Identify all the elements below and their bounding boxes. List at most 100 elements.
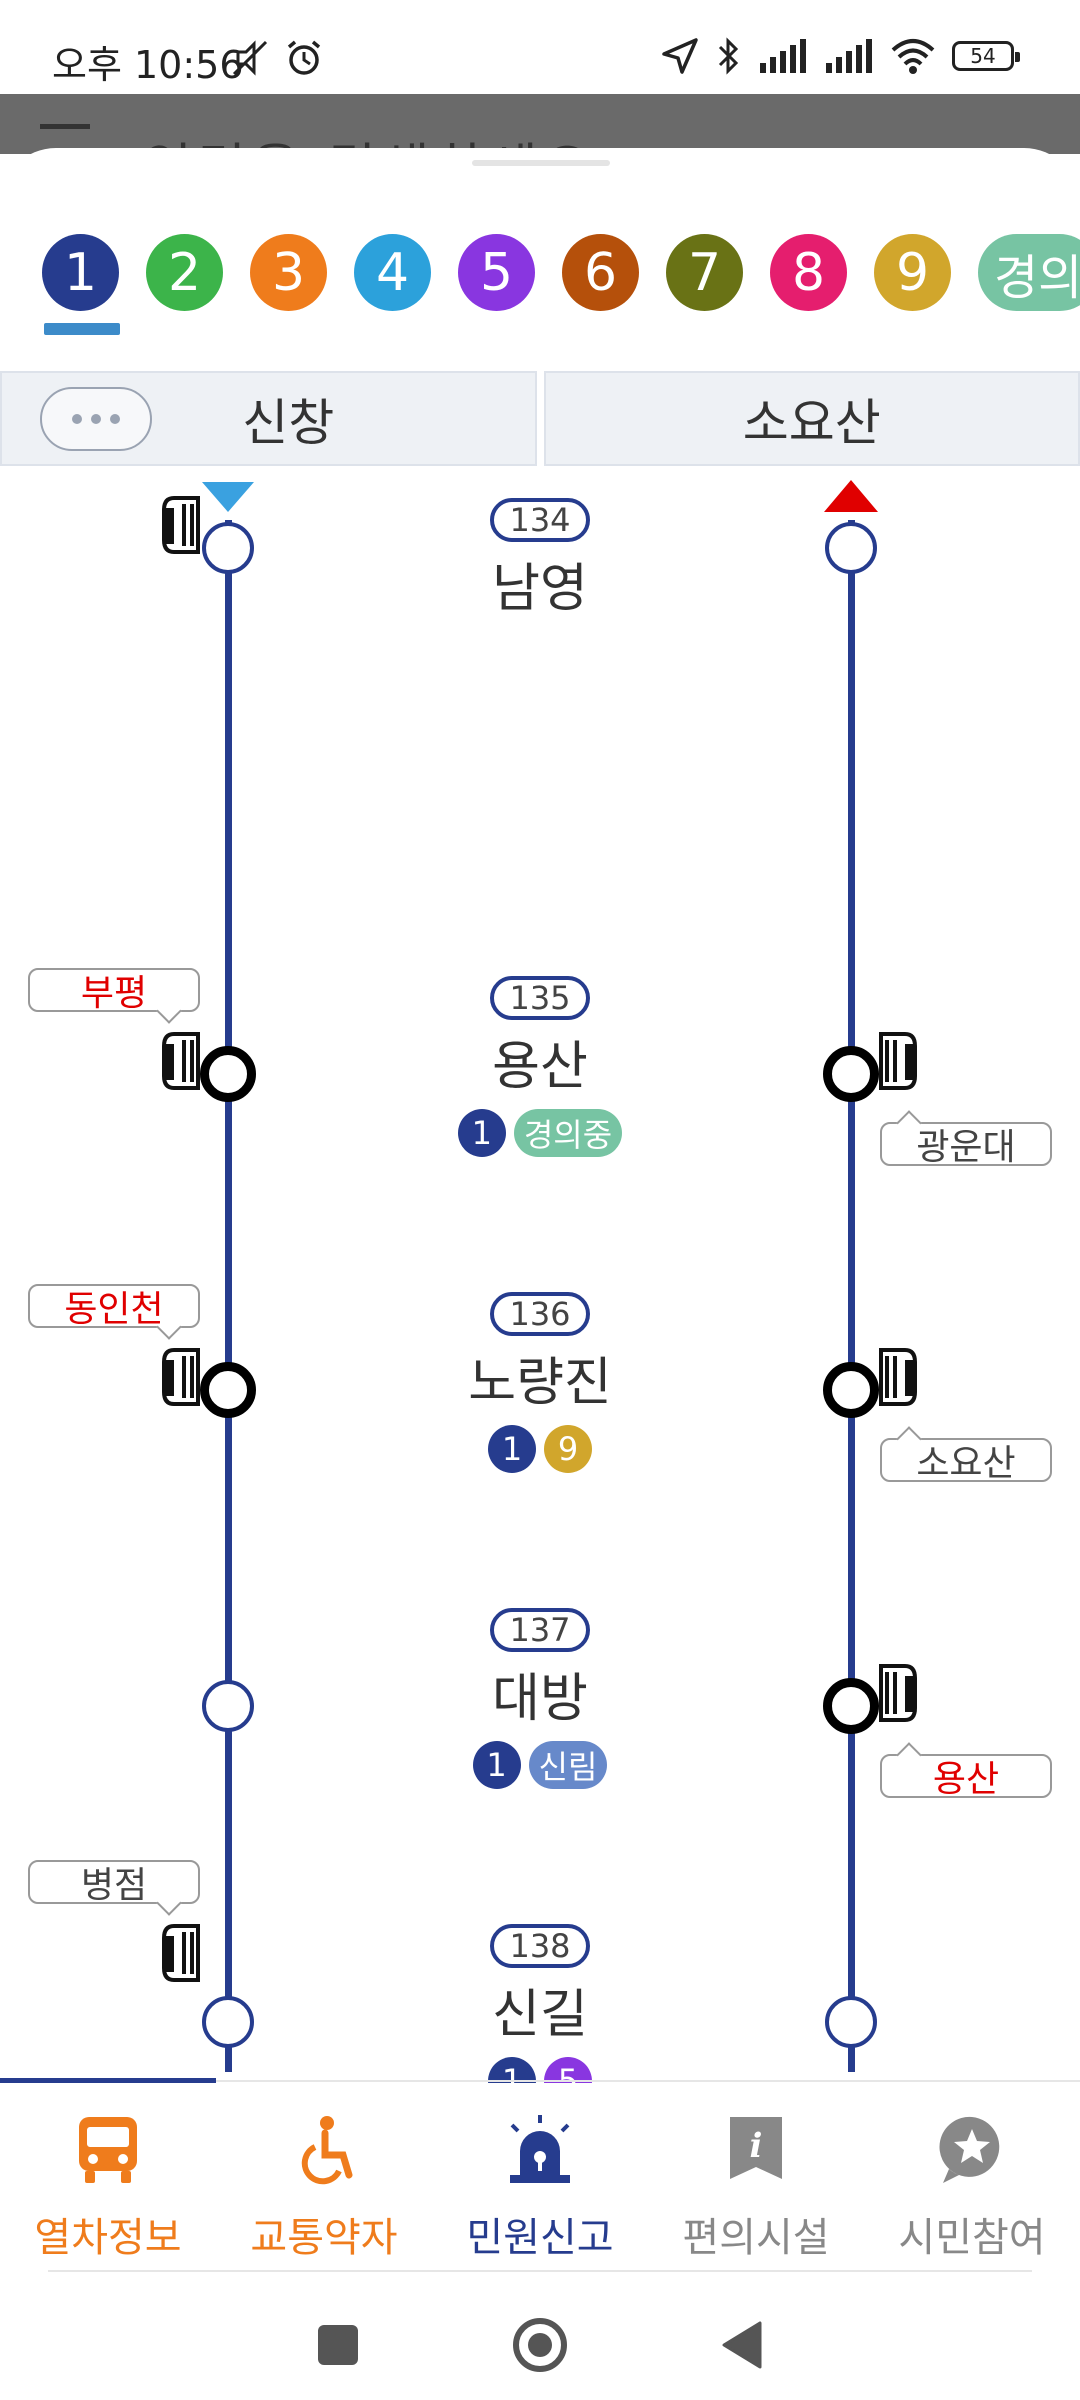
station-node-left <box>202 1680 254 1732</box>
battery-indicator: 54 <box>952 41 1020 71</box>
station-node-right-train <box>823 1362 879 1418</box>
station-node-left-train <box>200 1046 256 1102</box>
sheet-grabber[interactable] <box>472 160 610 166</box>
station-node-left-train <box>200 1362 256 1418</box>
line-chip-2[interactable]: 2 <box>146 234 223 311</box>
station-node-right <box>825 522 877 574</box>
station-135[interactable]: 135 용산 1 경의중 <box>390 976 690 1157</box>
nav-transport-vulnerable[interactable]: 교통약자 <box>216 2085 432 2271</box>
bus-icon <box>69 2111 147 2189</box>
line-chip-7[interactable]: 7 <box>666 234 743 311</box>
train-icon[interactable] <box>877 1664 919 1722</box>
nav-complaint-report[interactable]: 민원신고 <box>432 2085 648 2271</box>
more-button[interactable] <box>40 387 152 451</box>
nav-citizen-participation[interactable]: 시민참여 <box>864 2085 1080 2271</box>
home-icon[interactable] <box>510 2315 570 2375</box>
train-dest-label: 동인천 <box>64 1289 164 1330</box>
train-dest-label: 용산 <box>932 1759 1000 1800</box>
recents-icon[interactable] <box>316 2323 360 2367</box>
train-dest-bubble: 부평 <box>28 968 200 1024</box>
direction-right-label: 소요산 <box>742 393 881 452</box>
station-code: 135 <box>490 976 590 1020</box>
train-dest-label: 소요산 <box>916 1443 1016 1484</box>
station-code: 138 <box>490 1924 590 1968</box>
line-chip-3[interactable]: 3 <box>250 234 327 311</box>
back-icon[interactable] <box>720 2321 764 2369</box>
station-name: 노량진 <box>468 1353 612 1413</box>
transfer-badges: 1 9 <box>390 1425 690 1473</box>
sheet-divider <box>0 2080 1080 2082</box>
station-code: 137 <box>490 1608 590 1652</box>
signal-icon <box>760 39 806 73</box>
line-chip-4[interactable]: 4 <box>354 234 431 311</box>
train-icon <box>162 496 200 554</box>
station-node-right <box>825 1996 877 2048</box>
train-icon[interactable] <box>160 1032 202 1090</box>
station-138[interactable]: 138 신길 1 5 <box>390 1924 690 2083</box>
nav-facilities[interactable]: i 편의시설 <box>648 2085 864 2271</box>
direction-left-label: 신창 <box>242 393 335 452</box>
location-icon <box>662 38 698 74</box>
status-bar: 오후 10:56 54 <box>0 0 1080 94</box>
status-time: 오후 10:56 <box>52 43 244 87</box>
station-136[interactable]: 136 노량진 1 9 <box>390 1292 690 1473</box>
line-chip-6[interactable]: 6 <box>562 234 639 311</box>
mute-icon <box>232 40 268 76</box>
line-chip-1[interactable]: 1 <box>42 234 119 311</box>
nav-label: 편의시설 <box>682 2215 830 2261</box>
station-code: 134 <box>490 498 590 542</box>
transfer-badges: 1 5 <box>390 2057 690 2083</box>
dot-icon <box>110 414 120 424</box>
info-icon: i <box>717 2111 795 2189</box>
bottom-nav: 열차정보 교통약자 민원신고 i 편의시설 시민참여 <box>0 2085 1080 2271</box>
track-left <box>225 520 232 2072</box>
line-chip-8[interactable]: 8 <box>770 234 847 311</box>
train-icon[interactable] <box>877 1348 919 1406</box>
direction-header: 신창 소요산 <box>0 371 1080 466</box>
dot-icon <box>91 414 101 424</box>
line-chip-gyeongui[interactable]: 경의 <box>978 234 1080 311</box>
train-dest-label: 광운대 <box>916 1127 1016 1168</box>
status-right-icons: 54 <box>660 36 1020 76</box>
train-icon[interactable] <box>160 1924 202 1982</box>
transfer-badge-sillim: 신림 <box>528 1741 608 1789</box>
station-node-right-train <box>823 1046 879 1102</box>
station-137[interactable]: 137 대방 1 신림 <box>390 1608 690 1789</box>
alarm-icon <box>287 40 321 75</box>
nav-train-info[interactable]: 열차정보 <box>0 2085 216 2271</box>
nav-label: 민원신고 <box>466 2215 614 2261</box>
transfer-badges: 1 신림 <box>390 1741 690 1789</box>
station-node-left <box>202 522 254 574</box>
train-icon[interactable] <box>877 1032 919 1090</box>
route-diagram: 134 남영 부평 광운대 135 용산 1 경의중 동인천 소요산 136 노… <box>0 466 1080 2083</box>
active-tab-underline <box>0 2078 216 2083</box>
nav-label: 열차정보 <box>34 2215 182 2261</box>
station-134[interactable]: 134 남영 <box>390 498 690 621</box>
transfer-badge-gyeongui: 경의중 <box>513 1109 623 1157</box>
transfer-badge-1: 1 <box>472 1741 521 1789</box>
bluetooth-icon <box>718 37 739 75</box>
transfer-badge-9: 9 <box>544 1425 592 1473</box>
menu-icon <box>40 124 90 129</box>
station-node-left <box>202 1996 254 2048</box>
wifi-icon <box>891 39 935 74</box>
station-node-right-train <box>823 1678 879 1734</box>
transfer-badge-1: 1 <box>457 1109 506 1157</box>
line-chip-9[interactable]: 9 <box>874 234 951 311</box>
train-dest-bubble: 광운대 <box>880 1110 1052 1168</box>
train-icon[interactable] <box>160 1348 202 1406</box>
status-left-icons <box>230 38 324 78</box>
direction-down-arrow-icon <box>202 482 254 512</box>
train-dest-bubble: 용산 <box>880 1742 1052 1800</box>
signal-icon-2 <box>826 39 872 73</box>
line-chip-5[interactable]: 5 <box>458 234 535 311</box>
train-dest-bubble: 소요산 <box>880 1426 1052 1484</box>
train-dest-label: 부평 <box>80 973 148 1014</box>
nav-label: 시민참여 <box>898 2215 1046 2261</box>
nav-divider <box>48 2270 1032 2272</box>
selected-line-indicator <box>44 323 120 335</box>
background-app-header: 역명을 검색하세요 <box>0 94 1080 154</box>
train-dest-bubble: 동인천 <box>28 1284 200 1340</box>
nav-label: 교통약자 <box>250 2215 398 2261</box>
station-code: 136 <box>490 1292 590 1336</box>
